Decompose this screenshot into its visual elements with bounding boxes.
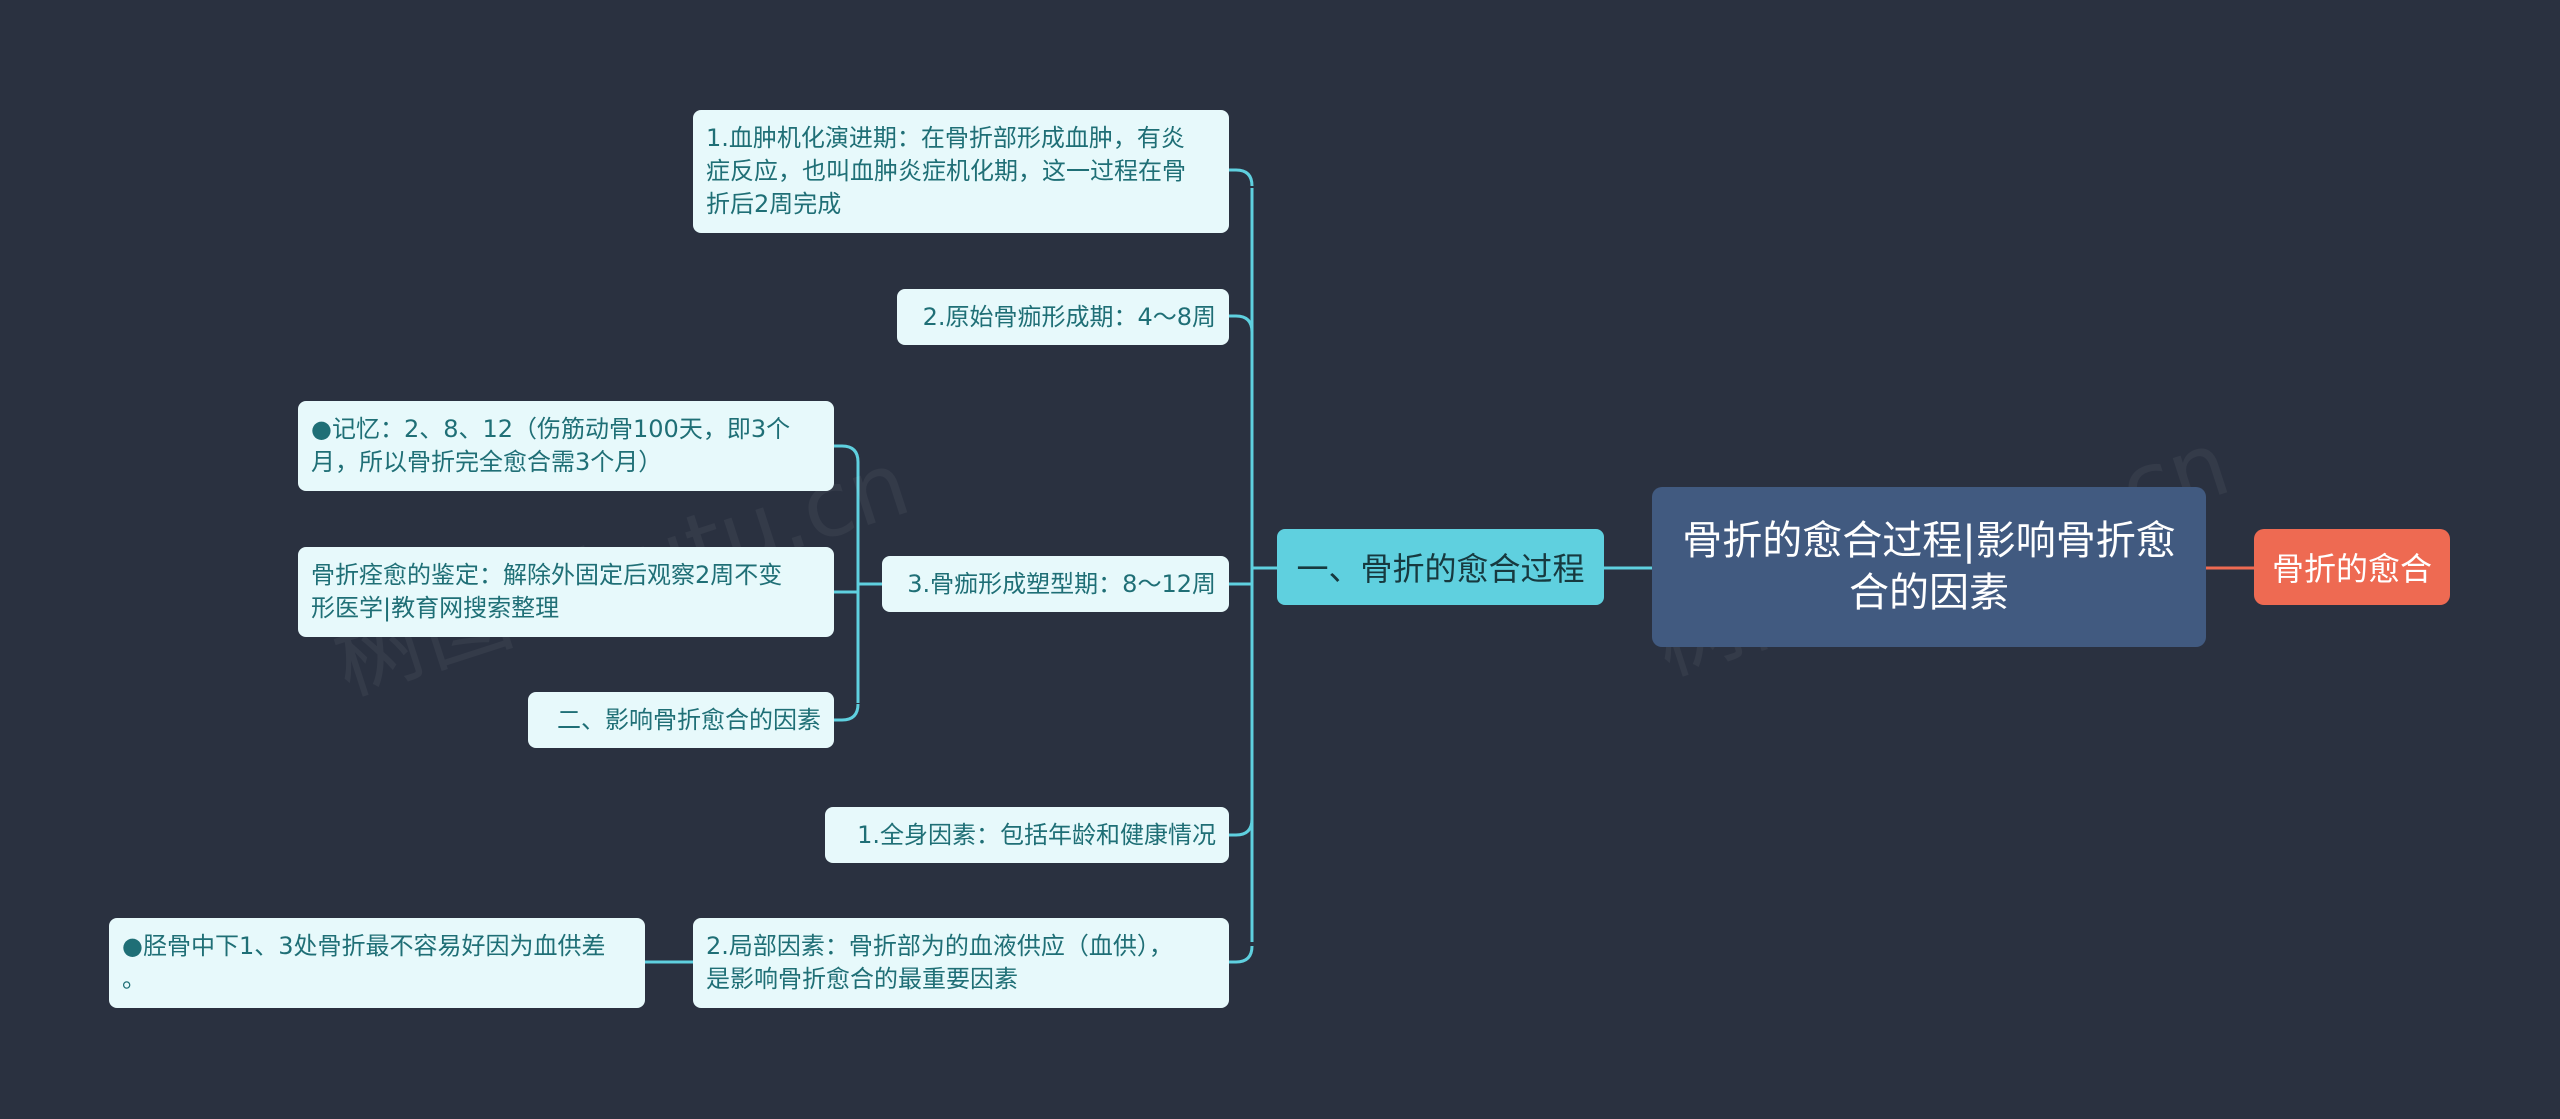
subitem-tibia-note[interactable]: ●胫骨中下1、3处骨折最不容易好因为血供差 。 [109,918,645,1008]
item-hematoma-stage-text: 1.血肿机化演进期：在骨折部形成血肿，有炎 症反应，也叫血肿炎症机化期，这一过程… [706,124,1186,218]
branch-healing-process[interactable]: 一、骨折的愈合过程 [1277,529,1604,605]
connector-item3-trunk [856,462,882,703]
connector-branch-item-2 [1229,314,1254,333]
item-callus-stage-text: 2.原始骨痂形成期：4～8周 [922,302,1216,331]
item-local-factors-text: 2.局部因素：骨折部为的血液供应（血供）， 是影响骨折愈合的最重要因素 [706,932,1173,993]
connector-item3-sub-1 [834,444,860,463]
connector-item3-sub-3 [834,703,860,722]
subitem-factors-heading-text: 二、影响骨折愈合的因素 [557,705,821,734]
root-tag[interactable]: 骨折的愈合 [2254,529,2450,605]
item-hematoma-stage[interactable]: 1.血肿机化演进期：在骨折部形成血肿，有炎 症反应，也叫血肿炎症机化期，这一过程… [693,110,1229,233]
subitem-memory-text: ●记忆：2、8、12（伤筋动骨100天，即3个 月，所以骨折完全愈合需3个月） [311,415,791,476]
root-tag-label: 骨折的愈合 [2271,550,2432,588]
item-local-factors[interactable]: 2.局部因素：骨折部为的血液供应（血供）， 是影响骨折愈合的最重要因素 [693,918,1229,1008]
root-topic-label: 骨折的愈合过程|影响骨折愈合的因素 [1682,518,2176,616]
connector-branch-item-4 [1229,818,1254,837]
item-callus-stage[interactable]: 2.原始骨痂形成期：4～8周 [897,289,1229,345]
subitem-healing-criteria-text: 骨折痊愈的鉴定：解除外固定后观察2周不变 形医学|教育网搜索整理 [311,561,783,622]
subitem-healing-criteria[interactable]: 骨折痊愈的鉴定：解除外固定后观察2周不变 形医学|教育网搜索整理 [298,547,834,637]
subitem-memory[interactable]: ●记忆：2、8、12（伤筋动骨100天，即3个 月，所以骨折完全愈合需3个月） [298,401,834,491]
connector-branch-item-1 [1229,168,1254,187]
item-systemic-factors[interactable]: 1.全身因素：包括年龄和健康情况 [825,807,1229,863]
subitem-tibia-note-text: ●胫骨中下1、3处骨折最不容易好因为血供差 。 [122,932,606,993]
item-remodel-stage-text: 3.骨痂形成塑型期：8～12周 [907,569,1216,598]
item-systemic-factors-text: 1.全身因素：包括年龄和健康情况 [857,820,1216,849]
branch-healing-process-label: 一、骨折的愈合过程 [1296,550,1585,588]
root-topic[interactable]: 骨折的愈合过程|影响骨折愈合的因素 [1652,487,2206,647]
item-remodel-stage[interactable]: 3.骨痂形成塑型期：8～12周 [882,556,1229,612]
subitem-factors-heading[interactable]: 二、影响骨折愈合的因素 [528,692,834,748]
connector-branch-trunk [1250,188,1277,942]
connector-branch-item-5 [1229,945,1254,964]
